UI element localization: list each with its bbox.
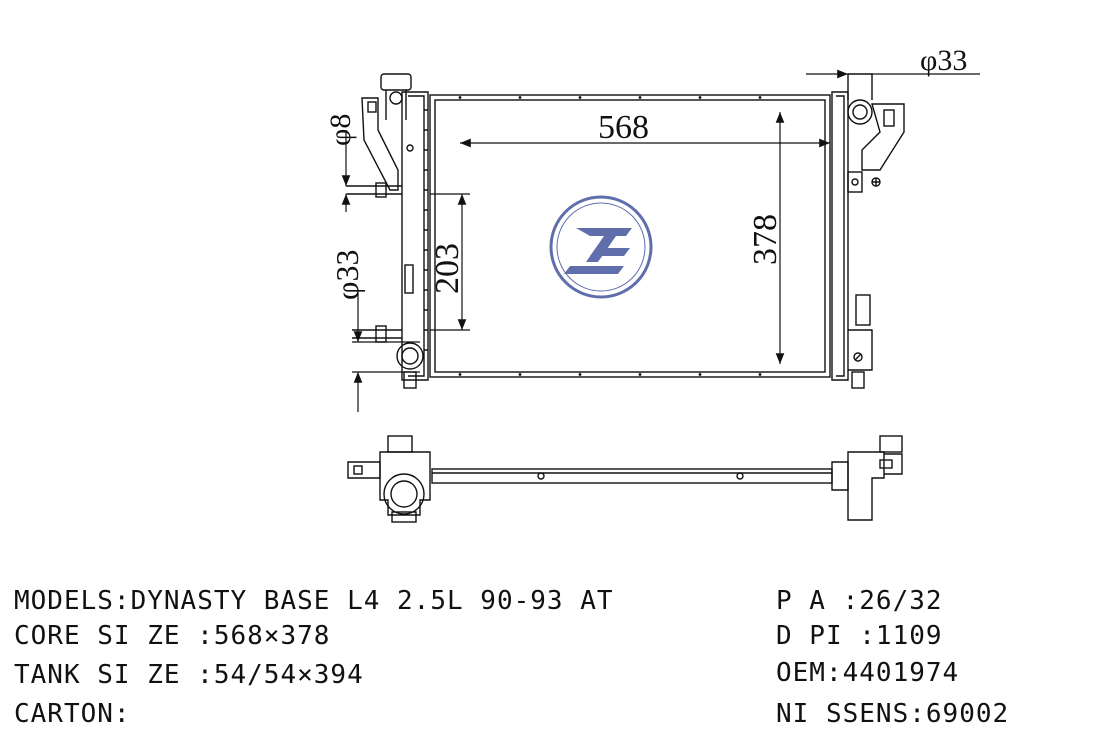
- dim-inlet-dia: φ33: [329, 250, 365, 300]
- dim-inlet-small-dia: φ8: [324, 114, 357, 146]
- specs-left-line-2: CORE SI ZE :568×378: [14, 621, 330, 651]
- radiator-drawing: φ33 568 378 203 φ8 φ33: [324, 44, 980, 523]
- dimension-labels: φ33 568 378 203 φ8 φ33: [324, 44, 967, 300]
- filler-cap: [380, 73, 412, 91]
- dpi-value: 1109: [875, 621, 943, 651]
- dpi-label: D PI :: [776, 621, 876, 651]
- oem-value: 4401974: [842, 658, 960, 688]
- core-size-label: CORE SI ZE :: [14, 621, 214, 651]
- dim-top-outlet-dia: φ33: [920, 44, 967, 77]
- models-label: MODELS:: [14, 586, 131, 616]
- specs-right-line-3: OEM:4401974: [776, 658, 959, 688]
- pa-value: 26/32: [859, 586, 943, 616]
- core-size-value: 568×378: [213, 621, 331, 651]
- radiator-core: [429, 94, 831, 378]
- models-value: DYNASTY BASE L4 2.5L 90-93 AT: [130, 586, 614, 616]
- front-view: [346, 73, 905, 389]
- dim-inlet-spacing: 203: [429, 243, 466, 294]
- tank-size-label: TANK SI ZE :: [14, 660, 214, 690]
- specs-left-line-3: TANK SI ZE :54/54×394: [14, 660, 364, 690]
- oem-label: OEM:: [776, 658, 843, 688]
- dimension-lines: [341, 69, 980, 412]
- specs-left-line-1: MODELS:DYNASTY BASE L4 2.5L 90-93 AT: [14, 586, 614, 616]
- carton-label: CARTON:: [14, 699, 131, 729]
- top-view: [347, 435, 903, 523]
- nissens-value: 69002: [925, 699, 1010, 729]
- dim-core-height: 378: [747, 214, 784, 265]
- specs-right-line-1: P A :26/32: [776, 586, 943, 616]
- specs-right-line-2: D PI :1109: [776, 621, 943, 651]
- tank-size-value: 54/54×394: [213, 660, 364, 690]
- nissens-label: NI SSENS:: [776, 699, 926, 729]
- dim-core-width: 568: [598, 109, 649, 146]
- pa-label: P A :: [776, 586, 860, 616]
- lower-inlet-port: [396, 342, 424, 370]
- right-tank: [831, 73, 905, 389]
- core-rivets: [458, 96, 762, 376]
- top-view-core: [431, 468, 833, 484]
- specs-left-line-4: CARTON:: [14, 699, 131, 729]
- left-tank: [346, 73, 429, 389]
- upper-outlet-port: [847, 99, 873, 125]
- watermark-logo: [549, 195, 653, 299]
- specs-right-line-4: NI SSENS:69002: [776, 699, 1009, 729]
